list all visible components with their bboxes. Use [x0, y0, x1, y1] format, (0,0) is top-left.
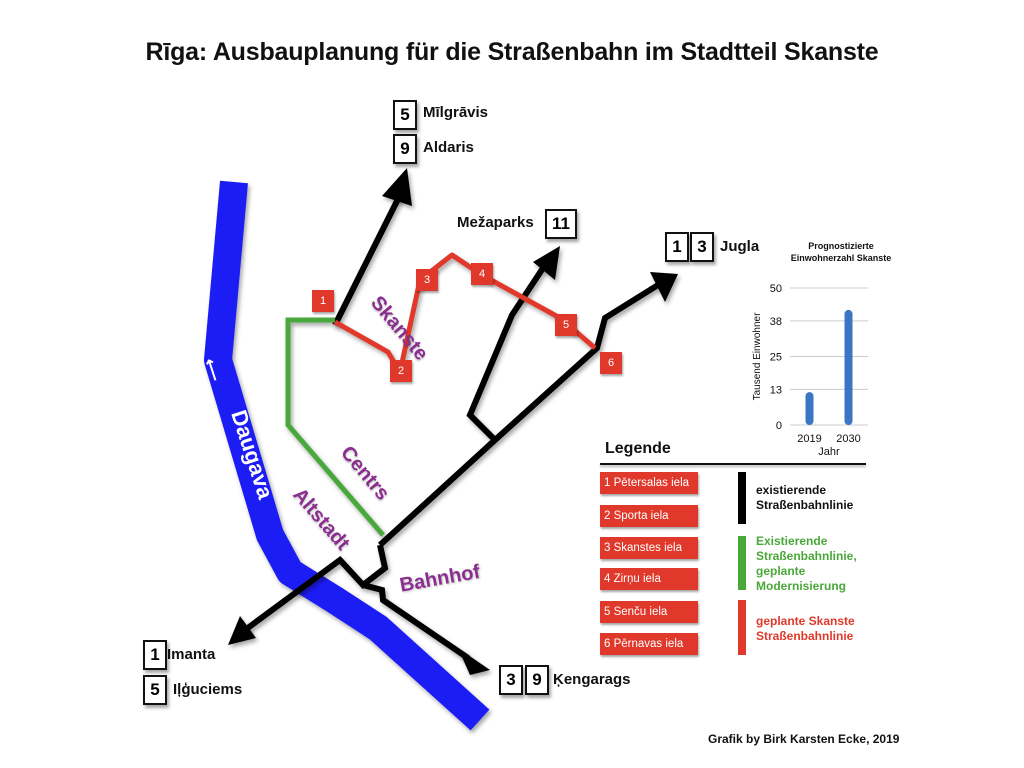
destination-mezaparks: Mežaparks	[457, 214, 534, 231]
chart-xlabel: Jahr	[818, 446, 840, 458]
line-box-jugla-1: 1	[665, 232, 689, 262]
page-title: Rīga: Ausbauplanung für die Straßenbahn …	[145, 38, 879, 66]
destination-ilguciems: Iļģuciems	[173, 681, 243, 698]
legend-text-planned: geplante Skanste Straßenbahnlinie	[756, 614, 855, 643]
legend-street-6: 6 Pērnavas iela	[600, 633, 698, 655]
line-box-mezaparks: 11	[545, 209, 577, 239]
legend-text-existing: existierende Straßenbahnlinie	[756, 483, 854, 512]
arrowheads	[228, 168, 678, 675]
destination-imanta: Imanta	[167, 646, 216, 663]
arrowhead-milgravis	[382, 168, 412, 206]
line-box-aldaris: 9	[393, 134, 417, 164]
line-to-milgravis	[332, 193, 403, 327]
stop-marker-4: 4	[471, 263, 493, 285]
line-box-imanta: 1	[143, 640, 167, 670]
chart-ytick-label-0: 0	[776, 420, 782, 432]
legend-street-4: 4 Zirņu iela	[600, 568, 698, 590]
legend-swatch-existing	[738, 472, 746, 524]
stop-marker-6: 6	[600, 352, 622, 374]
chart-ytick-label-4: 50	[770, 283, 782, 295]
planned-skanste-tram-line	[333, 252, 597, 375]
existing-tram-lines	[243, 193, 660, 661]
chart-ytick-label-3: 38	[770, 316, 782, 328]
legend-divider	[600, 463, 866, 465]
legend-street-3: 3 Skanstes iela	[600, 537, 698, 559]
destination-milgravis: Mīlgrāvis	[423, 104, 489, 121]
river-daugava	[204, 180, 490, 731]
chart-title: Prognostizierte Einwohnerzahl Skanste	[790, 241, 892, 263]
credit-line: Grafik by Birk Karsten Ecke, 2019	[708, 732, 900, 746]
line-box-kengarags-9: 9	[525, 665, 549, 695]
chart-xtick-label-0: 2019	[797, 433, 821, 445]
arrowhead-mezaparks	[533, 246, 560, 280]
legend-street-5: 5 Senču iela	[600, 601, 698, 623]
legend-street-1: 1 Pētersalas iela	[600, 472, 698, 494]
modernized-tram-line	[285, 317, 385, 537]
chart-ytick-label-2: 25	[770, 352, 782, 364]
legend-text-modernized: Existierende Straßenbahnlinie, geplante …	[756, 534, 857, 593]
stop-marker-5: 5	[555, 314, 577, 336]
legend-swatch-modernized	[738, 536, 746, 590]
arrowhead-jugla	[650, 272, 678, 302]
destination-jugla: Jugla	[720, 238, 760, 255]
stop-marker-3: 3	[416, 269, 438, 291]
line-box-milgravis: 5	[393, 100, 417, 130]
legend-title: Legende	[605, 440, 671, 457]
arrowhead-imanta	[228, 616, 256, 645]
arrowhead-kengarags	[458, 648, 490, 675]
line-box-kengarags-3: 3	[499, 665, 523, 695]
destination-kengarags: Ķengarags	[553, 671, 631, 688]
line-box-jugla-3: 3	[690, 232, 714, 262]
stop-marker-2: 2	[390, 360, 412, 382]
chart-ylabel: Tausend Einwohner	[752, 312, 763, 401]
chart-ytick-label-1: 13	[770, 384, 782, 396]
line-to-mezaparks	[466, 266, 546, 443]
legend-swatch-planned	[738, 600, 746, 655]
line-bahnhof-to-jugla	[377, 282, 660, 548]
chart-xtick-label-1: 2030	[836, 433, 860, 445]
line-to-kengarags	[362, 582, 470, 661]
stop-marker-1: 1	[312, 290, 334, 312]
legend-street-2: 2 Sporta iela	[600, 505, 698, 527]
destination-aldaris: Aldaris	[423, 139, 474, 156]
line-box-ilguciems: 5	[143, 675, 167, 705]
